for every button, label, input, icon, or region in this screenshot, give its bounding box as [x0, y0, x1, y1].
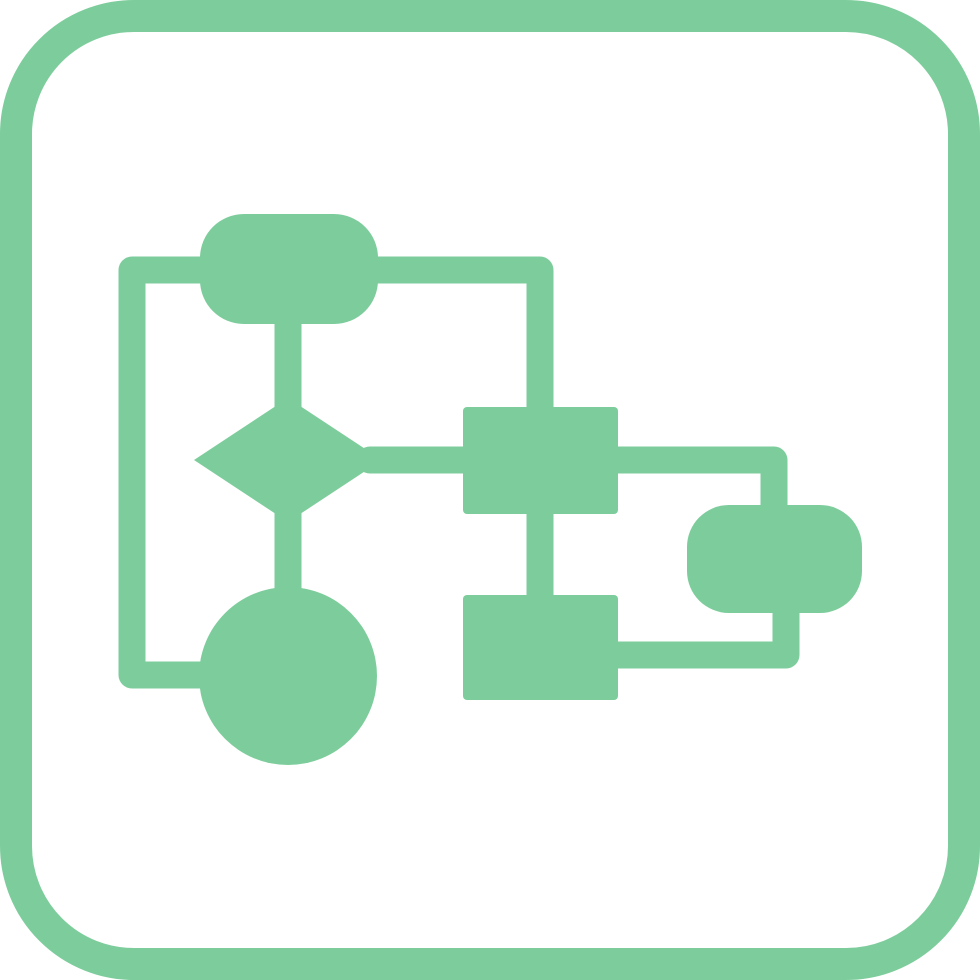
connector-lines [118, 256, 800, 689]
connector-process-to-terminator [596, 446, 788, 529]
terminator-right [687, 505, 862, 613]
process-box-bottom [463, 595, 618, 700]
terminator-top [200, 214, 378, 324]
decision-diamond [194, 398, 382, 522]
connector-left-loop [118, 256, 229, 689]
flowchart-shapes [194, 214, 862, 765]
process-box-middle [463, 407, 618, 514]
connector-terminator-to-process [596, 591, 800, 669]
connector-circle [199, 587, 377, 765]
connector-top-right [356, 256, 554, 434]
